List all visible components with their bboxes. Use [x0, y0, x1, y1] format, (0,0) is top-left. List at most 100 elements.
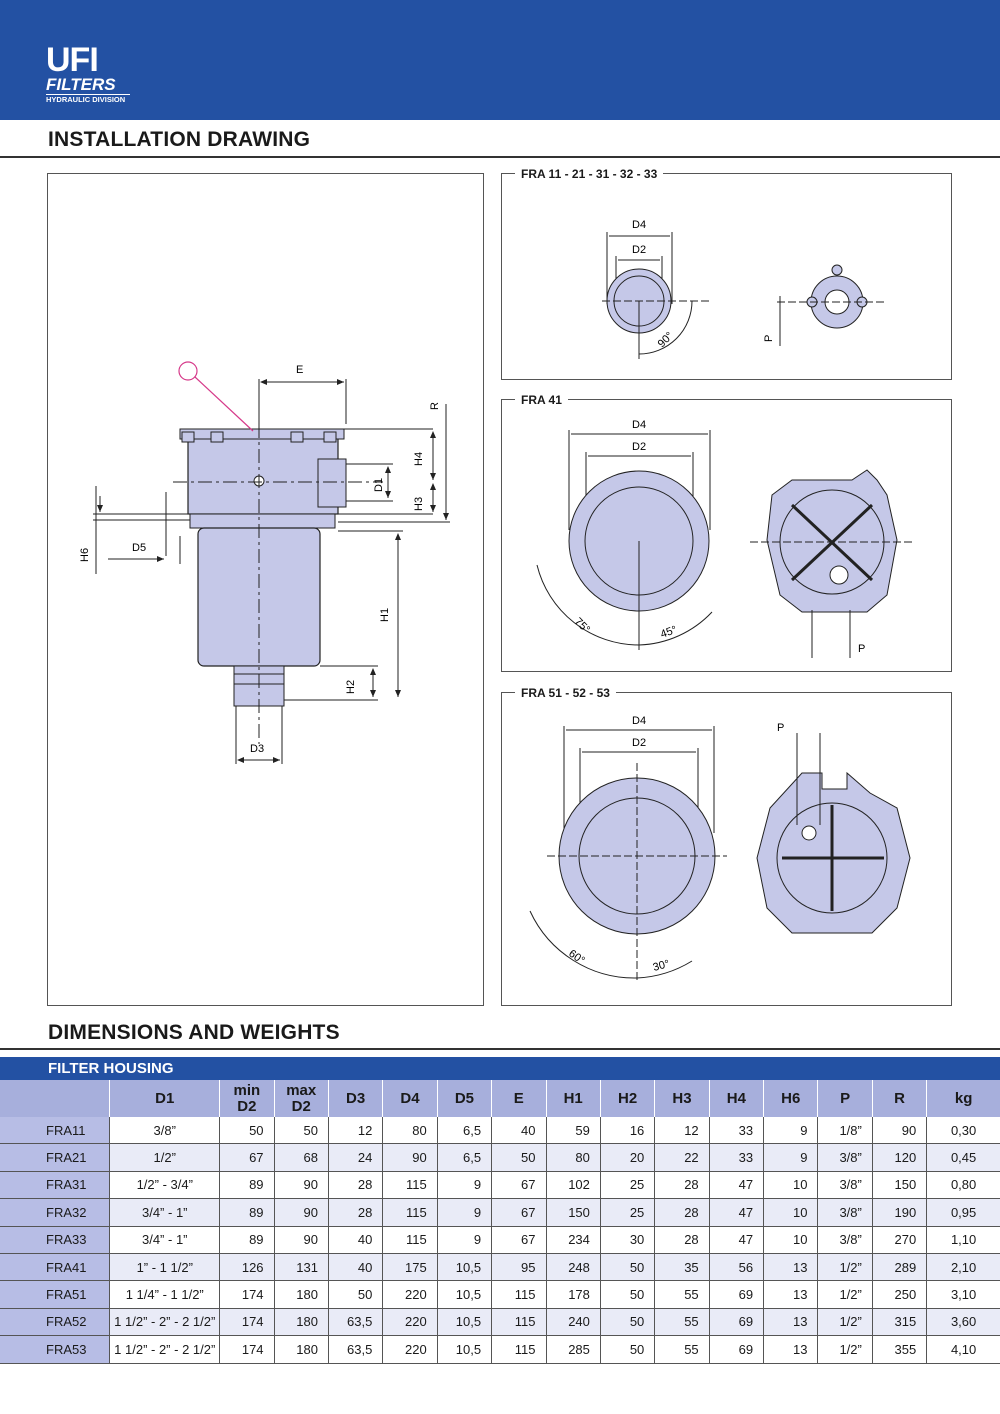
table-cell: 220 [382, 1308, 438, 1337]
table-cell: 56 [708, 1253, 764, 1282]
table-cell: 50 [219, 1117, 275, 1145]
table-cell: 25 [599, 1171, 655, 1200]
column-header: H6 [763, 1080, 818, 1117]
table-cell: 1/8” [817, 1117, 873, 1145]
label-h2: H2 [345, 680, 357, 694]
table-cell: 9 [436, 1226, 492, 1254]
table-cell: 220 [382, 1335, 438, 1364]
table-cell: 40 [327, 1226, 383, 1254]
label-d1: D1 [373, 478, 385, 492]
table-cell: 40 [491, 1117, 546, 1145]
p1-d2: D2 [632, 244, 646, 256]
table-cell: 220 [382, 1280, 438, 1309]
table-cell: 69 [708, 1280, 764, 1309]
table-cell: 28 [654, 1226, 710, 1254]
label-h1: H1 [379, 608, 391, 622]
table-cell: 150 [871, 1171, 927, 1200]
table-cell: 13 [763, 1308, 818, 1337]
table-cell: 68 [273, 1143, 329, 1172]
table-cell: 20 [599, 1143, 655, 1172]
p3-angle2: 30° [652, 958, 671, 974]
table-cell: 115 [491, 1308, 546, 1337]
table-cell: 35 [654, 1253, 710, 1282]
table-cell: 120 [871, 1143, 927, 1172]
main-drawing-panel: E R H4 H3 D1 H1 H2 D3 H6 [47, 173, 484, 1006]
dimensions-rule [0, 1048, 1000, 1050]
column-header: H1 [545, 1080, 601, 1117]
p1-angle: 90° [656, 330, 676, 350]
table-cell: 115 [491, 1280, 546, 1309]
row-model: FRA11 [0, 1117, 110, 1145]
row-model: FRA21 [0, 1143, 110, 1172]
table-cell: 10 [763, 1171, 818, 1200]
table-cell: 80 [382, 1117, 438, 1145]
table-cell: 1/2” [817, 1253, 873, 1282]
main-filter-drawing: E R H4 H3 D1 H1 H2 D3 H6 [79, 361, 450, 764]
table-cell: 67 [491, 1171, 546, 1200]
row-model: FRA52 [0, 1308, 110, 1337]
table-cell: 1” - 1 1/2” [109, 1253, 220, 1282]
table-cell: 90 [871, 1117, 927, 1145]
table-cell: 50 [599, 1308, 655, 1337]
table-cell: 28 [654, 1171, 710, 1200]
logo-division: HYDRAULIC DIVISION [46, 94, 130, 105]
label-h3: H3 [413, 497, 425, 511]
table-cell: 0,30 [926, 1117, 1000, 1145]
table-cell: 90 [273, 1171, 329, 1200]
table-cell: 47 [708, 1171, 764, 1200]
table-cell: 69 [708, 1335, 764, 1364]
table-cell: 115 [491, 1335, 546, 1364]
table-cell: 50 [491, 1143, 546, 1172]
table-cell: 28 [654, 1198, 710, 1227]
table-cell: 1/2” - 3/4” [109, 1171, 220, 1200]
table-cell: 180 [273, 1335, 329, 1364]
table-cell: 0,95 [926, 1198, 1000, 1227]
filter-housing-title: FILTER HOUSING [48, 1060, 174, 1077]
table-cell: 3/8” [817, 1198, 873, 1227]
table-cell: 150 [545, 1198, 601, 1227]
table-cell: 95 [491, 1253, 546, 1282]
table-cell: 13 [763, 1335, 818, 1364]
row-model: FRA51 [0, 1280, 110, 1309]
table-cell: 175 [382, 1253, 438, 1282]
table-cell: 3/4” - 1” [109, 1198, 220, 1227]
table-cell: 59 [545, 1117, 601, 1145]
table-cell: 1/2” [817, 1308, 873, 1337]
p2-d4: D4 [632, 419, 646, 431]
table-cell: 250 [871, 1280, 927, 1309]
fra11-33-drawing: D4 D2 90° P [602, 219, 887, 359]
label-h4: H4 [413, 452, 425, 466]
table-cell: 9 [763, 1117, 818, 1145]
table-cell: 178 [545, 1280, 601, 1309]
p3-angle1: 60° [566, 948, 587, 967]
table-cell: 9 [763, 1143, 818, 1172]
table-cell: 55 [654, 1335, 710, 1364]
table-cell: 102 [545, 1171, 601, 1200]
panel-fra51-53: D4 D2 60° 30° P [501, 692, 952, 1006]
row-model: FRA32 [0, 1198, 110, 1227]
table-cell: 115 [382, 1226, 438, 1254]
table-cell: 355 [871, 1335, 927, 1364]
table-cell: 180 [273, 1308, 329, 1337]
table-cell: 174 [219, 1280, 275, 1309]
p2-p: P [858, 643, 865, 655]
table-cell: 1 1/2” - 2” - 2 1/2” [109, 1308, 220, 1337]
table-cell: 67 [491, 1198, 546, 1227]
table-cell: 3/8” [109, 1117, 220, 1145]
table-cell: 180 [273, 1280, 329, 1309]
table-cell: 1/2” [817, 1335, 873, 1364]
filter-housing-band: FILTER HOUSING [0, 1057, 1000, 1080]
table-cell: 4,10 [926, 1335, 1000, 1364]
column-header: H3 [654, 1080, 710, 1117]
table-cell: 13 [763, 1280, 818, 1309]
table-cell: 1,10 [926, 1226, 1000, 1254]
table-cell: 13 [763, 1253, 818, 1282]
table-cell: 131 [273, 1253, 329, 1282]
column-header: R [871, 1080, 927, 1117]
row-model: FRA33 [0, 1226, 110, 1254]
